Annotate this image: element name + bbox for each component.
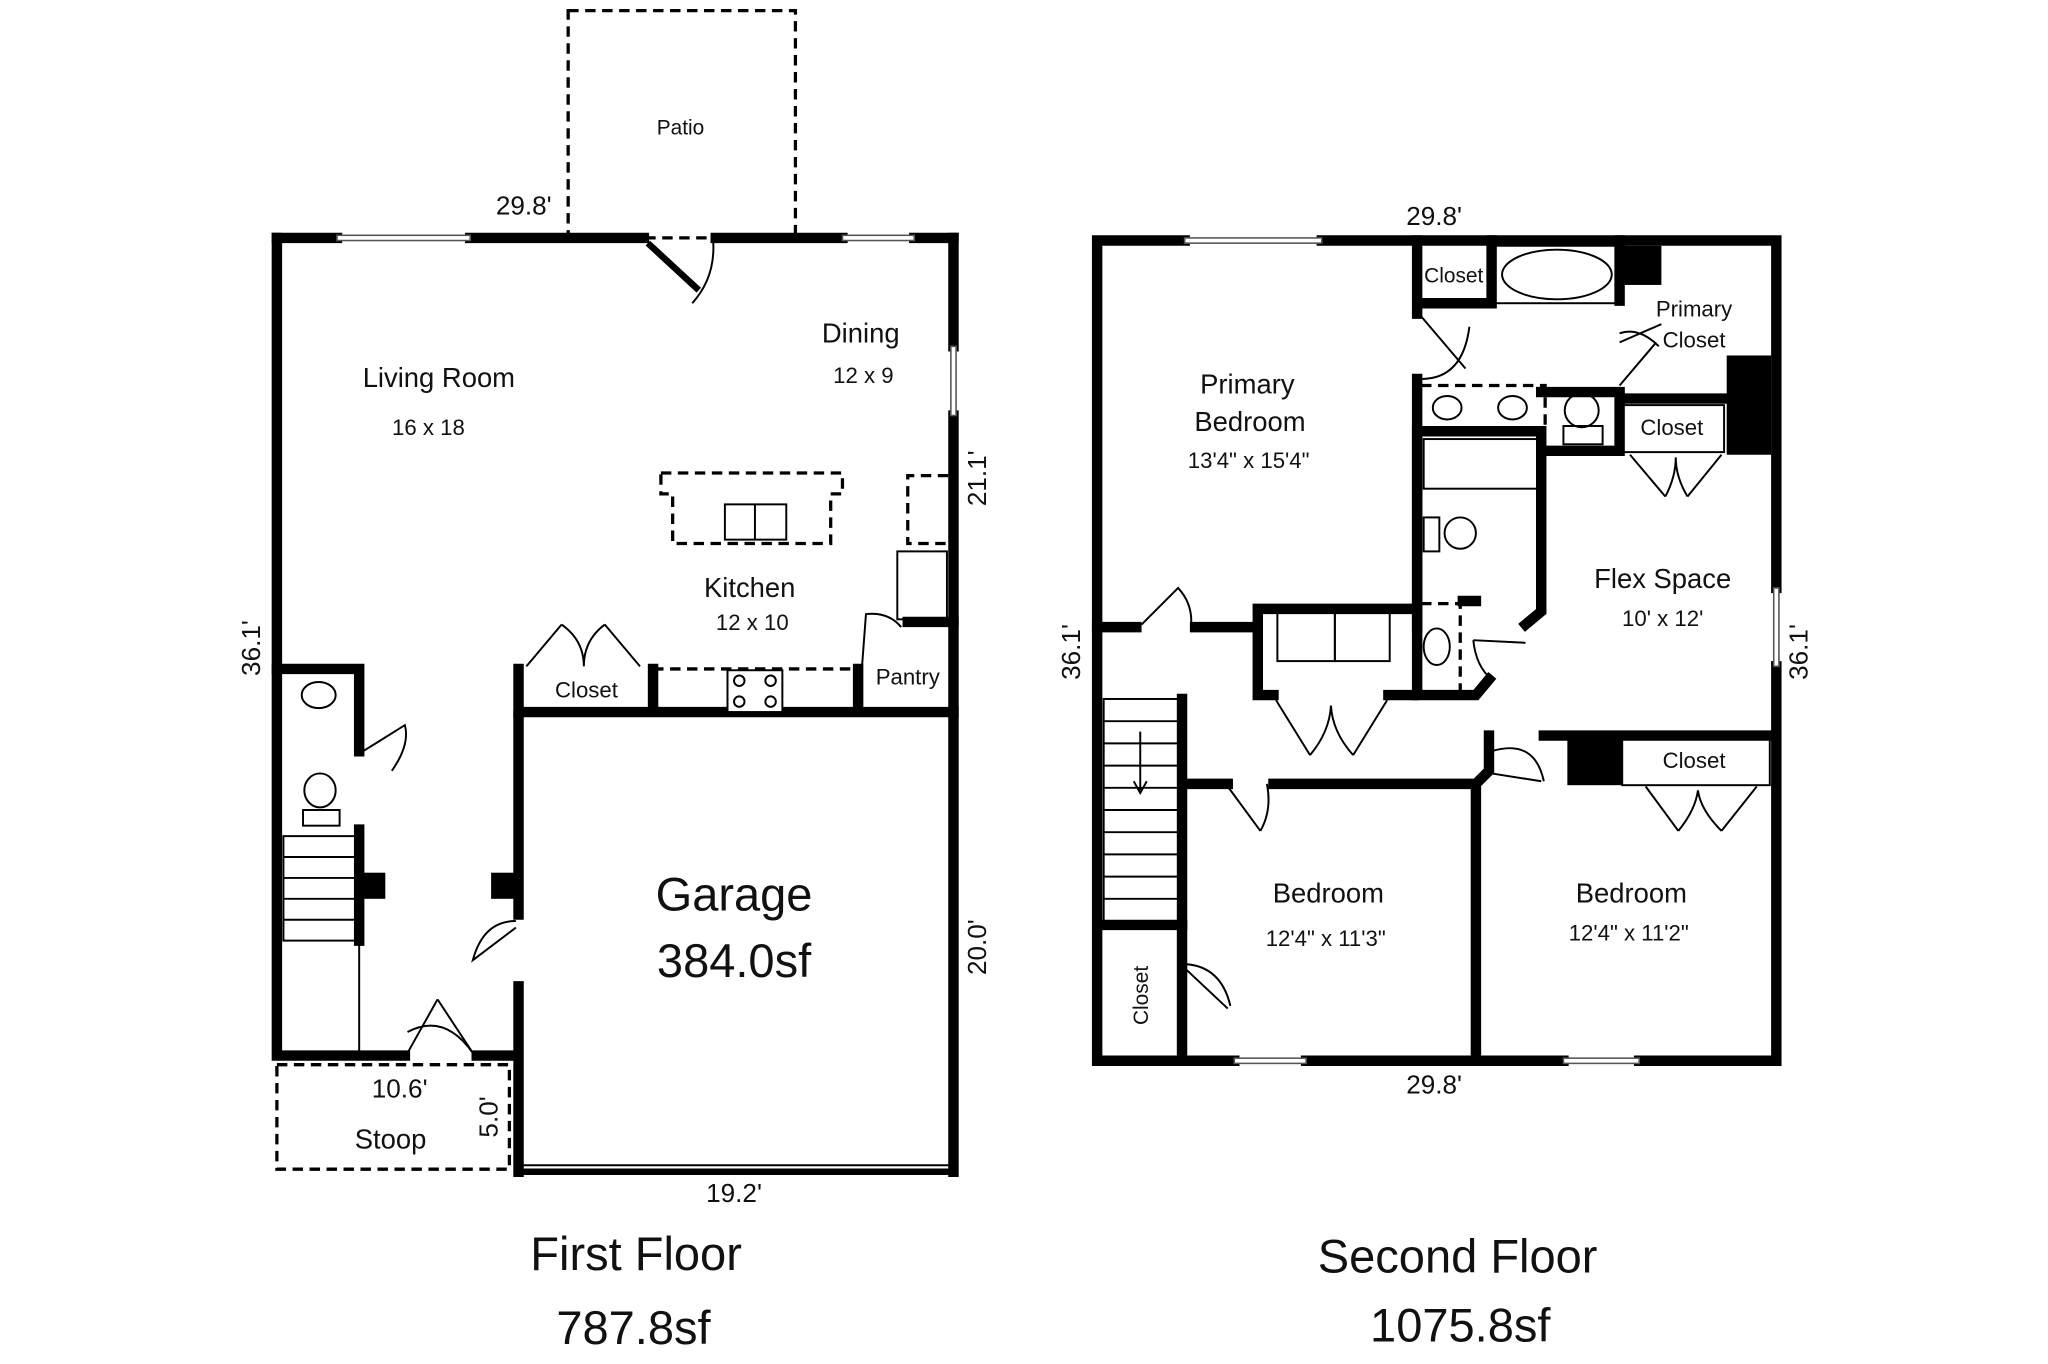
room-label-garage: Garage [656, 868, 813, 921]
column [1616, 245, 1662, 285]
dimension-top: 29.8' [496, 190, 552, 220]
counter [906, 474, 949, 546]
dimension-left: 36.1' [1056, 624, 1086, 680]
room-label-bedroom: Bedroom [1273, 878, 1384, 909]
door [1491, 747, 1545, 783]
room-label-closet: Closet [1663, 748, 1726, 773]
dimension-stoop-depth: 5.0' [474, 1096, 504, 1137]
room-size-dining: 12 x 9 [833, 363, 893, 388]
door-swing [691, 240, 715, 304]
toilet-icon [1443, 516, 1477, 550]
dryer-icon [1333, 611, 1391, 663]
room-label-primary-closet: Closet [1663, 328, 1726, 353]
sink-icon [300, 681, 337, 710]
room-label-primary-bedroom: Primary [1200, 368, 1295, 399]
room-label-pantry: Pantry [876, 665, 941, 690]
room-size-bedroom: 12'4" x 11'2" [1569, 921, 1689, 946]
column [491, 872, 515, 899]
window [1183, 237, 1323, 244]
floor-title: Second Floor [1318, 1229, 1598, 1282]
room-label-stoop: Stoop [355, 1123, 427, 1154]
room-label-flex-space: Flex Space [1594, 563, 1731, 594]
toilet-icon [303, 772, 337, 809]
window [1562, 1057, 1640, 1065]
floor-area: 1075.8sf [1370, 1299, 1551, 1352]
pantry-door [861, 612, 902, 667]
closet-doors [525, 623, 641, 667]
bathtub-icon [1422, 438, 1540, 490]
stairs [1102, 697, 1181, 922]
floor-area: 787.8sf [556, 1301, 711, 1354]
kitchen-island [659, 471, 845, 546]
vanity [1421, 601, 1462, 693]
wall [1091, 235, 1782, 1066]
sink-icon [1497, 394, 1528, 421]
room-size-kitchen: 12 x 10 [716, 610, 789, 635]
sink-icon [1422, 627, 1451, 666]
room-label-closet: Closet [555, 678, 618, 703]
stairs [282, 835, 361, 1056]
wall [1411, 426, 1547, 701]
door [1420, 315, 1471, 380]
laundry-doors [1275, 699, 1388, 756]
room-size-flex-space: 10' x 12' [1622, 606, 1703, 631]
closet-doors [1629, 454, 1723, 498]
window [336, 234, 471, 242]
dimension-right-upper: 21.1' [962, 450, 992, 506]
door [1472, 639, 1526, 681]
washer-icon [1276, 611, 1336, 663]
room-label-patio: Patio [657, 117, 705, 140]
fridge-icon [896, 550, 948, 621]
door [1185, 963, 1232, 1010]
door [645, 240, 701, 293]
wall [271, 232, 515, 1061]
dimension-stoop-width: 10.6' [372, 1073, 428, 1103]
garage-area: 384.0sf [657, 934, 812, 987]
second-floor-plan: Closet Primary Closet Closet Primary Bed… [1056, 201, 1814, 1352]
room-label-kitchen: Kitchen [704, 572, 795, 603]
room-label-closet: Closet [1640, 415, 1703, 440]
window [950, 345, 957, 417]
wall [1252, 603, 1419, 701]
column [1567, 738, 1623, 786]
sink-icon [1431, 394, 1463, 421]
door [362, 723, 408, 772]
column [361, 872, 386, 899]
dimension-left: 36.1' [236, 620, 266, 676]
floor-title: First Floor [530, 1227, 742, 1280]
column [1726, 355, 1772, 455]
door [1618, 323, 1662, 387]
dimension-right-lower: 20.0' [962, 919, 992, 975]
first-floor-plan: Patio Living Room 16 x 18 Dining 12 x 9 … [236, 9, 992, 1354]
vanity [1421, 383, 1547, 429]
room-label-dining: Dining [822, 317, 900, 348]
bathtub-icon [1501, 248, 1613, 301]
room-label-bedroom: Bedroom [1576, 878, 1687, 909]
room-label-closet: Closet [1130, 966, 1153, 1025]
door [1140, 586, 1193, 626]
dimension-right: 36.1' [1784, 624, 1814, 680]
room-label-primary-closet: Primary [1656, 296, 1733, 321]
door [471, 920, 517, 963]
window [1772, 587, 1780, 668]
entry-door [406, 998, 474, 1054]
room-size-bedroom: 12'4" x 11'3" [1266, 926, 1386, 951]
dimension-garage-bottom: 19.2' [706, 1178, 762, 1208]
wall [1176, 693, 1776, 1066]
room-label-closet: Closet [1424, 264, 1483, 287]
window [1233, 1057, 1307, 1065]
toilet-icon [1563, 392, 1600, 429]
patio-outline [566, 9, 798, 240]
window [841, 234, 916, 242]
room-label-living: Living Room [363, 362, 515, 393]
room-label-primary-bedroom: Bedroom [1194, 406, 1305, 437]
closet-doors [1644, 785, 1758, 832]
wall [271, 663, 365, 946]
dimension-bottom: 29.8' [1406, 1069, 1462, 1099]
dimension-top: 29.8' [1406, 201, 1462, 231]
door [1226, 783, 1270, 832]
room-size-primary-bedroom: 13'4" x 15'4" [1188, 448, 1310, 473]
room-size-living: 16 x 18 [392, 415, 465, 440]
